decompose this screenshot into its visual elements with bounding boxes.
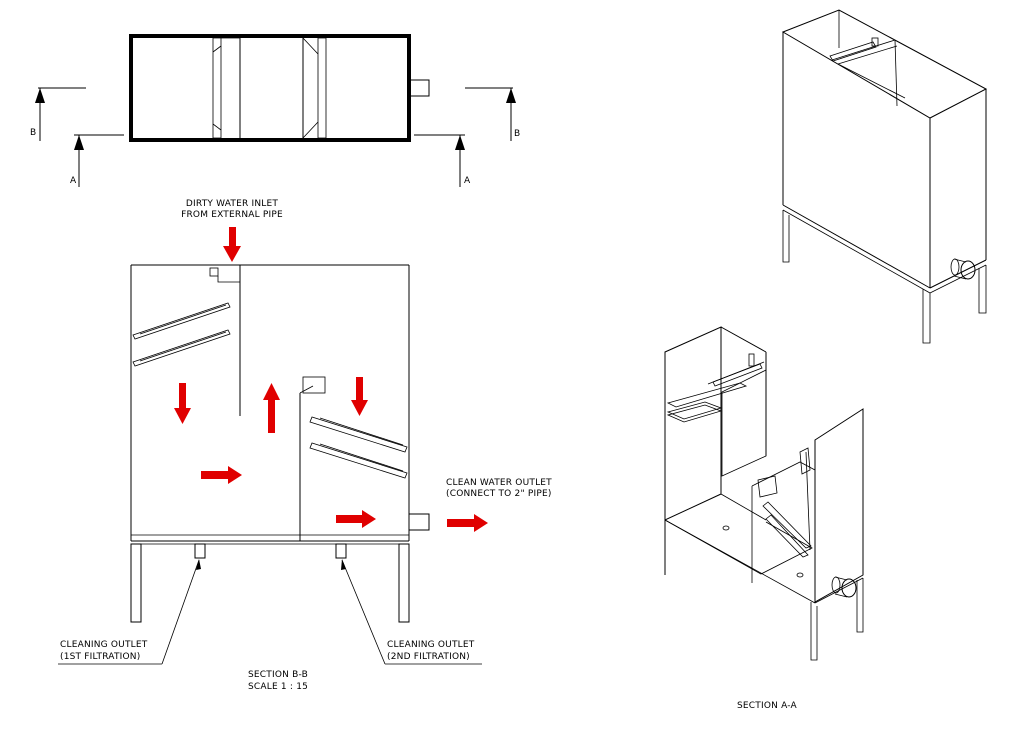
section-arrow-icon <box>74 135 84 150</box>
section-arrow-icon <box>506 88 516 103</box>
section-arrow-icon <box>35 88 45 103</box>
flow-arrow-icon <box>263 383 280 433</box>
flow-arrow-icon <box>174 383 191 424</box>
section-arrow-icon <box>455 135 465 150</box>
section-marker-left: B A <box>30 87 124 187</box>
marker-b-left: B <box>30 128 36 138</box>
isometric-section-aa-view: SECTION A-A <box>664 326 864 711</box>
isometric-tank-view <box>781 9 988 344</box>
marker-b-right: B <box>514 129 520 139</box>
cleaning2-label-line2: (2ND FILTRATION) <box>387 652 470 662</box>
section-bb-view: DIRTY WATER INLET FROM EXTERNAL PIPE <box>58 199 552 692</box>
inlet-label-line2: FROM EXTERNAL PIPE <box>181 210 283 220</box>
section-aa-title: SECTION A-A <box>737 701 798 711</box>
cleaning1-label-line1: CLEANING OUTLET <box>60 640 148 650</box>
marker-a-right: A <box>464 176 471 186</box>
outlet-label-line1: CLEAN WATER OUTLET <box>446 478 552 488</box>
marker-a-left: A <box>70 176 77 186</box>
cleaning1-label-line2: (1ST FILTRATION) <box>60 652 140 662</box>
plan-view <box>129 34 430 142</box>
flow-arrow-icon <box>447 514 488 532</box>
flow-arrow-icon <box>223 227 241 262</box>
flow-arrow-icon <box>201 466 242 484</box>
flow-arrow-icon <box>336 510 376 528</box>
section-marker-right: B A <box>414 87 520 187</box>
section-bb-scale: SCALE 1 : 15 <box>248 682 308 692</box>
outlet-label-line2: (CONNECT TO 2" PIPE) <box>446 489 552 499</box>
section-bb-title: SECTION B-B <box>248 670 308 680</box>
inlet-label-line1: DIRTY WATER INLET <box>186 199 278 209</box>
cleaning2-label-line1: CLEANING OUTLET <box>387 640 475 650</box>
flow-arrow-icon <box>351 377 368 416</box>
